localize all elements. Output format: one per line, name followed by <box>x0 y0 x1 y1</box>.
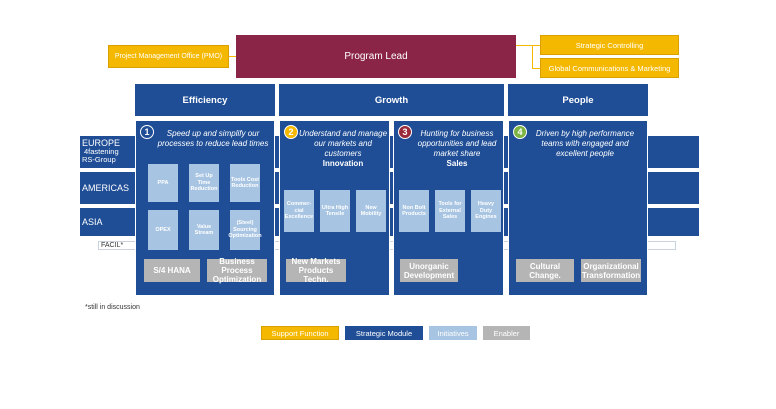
connector-right-3 <box>532 68 540 69</box>
growth-innovation-desc-text: Understand and manage our markets and cu… <box>298 129 388 158</box>
initiative-ultra-high-tensile-label: Ultra High Tensile <box>321 204 349 218</box>
efficiency-module: 1 Speed up and simplify our processes to… <box>135 120 275 296</box>
strategic-controlling-box: Strategic Controlling <box>540 35 679 55</box>
program-lead-label: Program Lead <box>344 51 408 62</box>
initiative-non-bolt: Non Bolt Products <box>399 190 429 232</box>
initiative-new-mobility: New Mobility <box>356 190 386 232</box>
connector-left <box>229 56 236 57</box>
legend-strategic-label: Strategic Module <box>355 328 413 338</box>
badge-2-num: 2 <box>288 127 294 137</box>
initiative-commercial-excellence: Commer-cial Excellence <box>284 190 314 232</box>
growth-header: Growth <box>279 84 504 116</box>
region-europe-sub1: 4fastening <box>84 147 119 156</box>
initiative-commercial-excellence-label: Commer-cial Excellence <box>284 201 314 221</box>
growth-innovation-module: 2 Understand and manage our markets and … <box>279 120 390 296</box>
initiative-tools-external-label: Tools for External Sales <box>438 201 462 221</box>
people-header: People <box>508 84 648 116</box>
legend-support-label: Support Function <box>271 328 329 338</box>
region-europe-sub2: RS-Group <box>82 155 116 164</box>
legend-initiatives: Initiatives <box>429 326 477 340</box>
growth-sales-desc: Hunting for business opportunities and l… <box>412 129 502 169</box>
initiative-tools-cost: Tools Cost Reduction <box>230 164 260 202</box>
growth-title: Growth <box>374 94 409 106</box>
pmo-box: Project Management Office (PMO) <box>108 45 229 68</box>
legend-strategic: Strategic Module <box>345 326 423 340</box>
efficiency-title: Efficiency <box>182 94 228 106</box>
initiative-opex-label: OPEX <box>155 226 171 233</box>
enabler-new-markets: New Markets Products Techn. <box>286 257 346 284</box>
badge-4: 4 <box>513 125 527 139</box>
initiative-non-bolt-label: Non Bolt Products <box>402 204 426 218</box>
growth-sales-desc-bold: Sales <box>446 159 468 168</box>
initiative-ppa-label: PPA <box>157 179 169 186</box>
footnote: *still in discussion <box>85 304 140 311</box>
initiative-steel-sourcing-label: (Steel) Sourcing Optimization <box>228 220 262 240</box>
initiative-tools-cost-label: Tools Cost Reduction <box>231 176 260 190</box>
footnote-text: *still in discussion <box>85 304 140 311</box>
enabler-unorganic: Unorganic Development <box>400 259 458 282</box>
growth-innovation-desc: Understand and manage our markets and cu… <box>298 129 388 169</box>
global-comms-label: Global Communications & Marketing <box>548 63 671 73</box>
efficiency-desc-text: Speed up and simplify our processes to r… <box>157 129 269 148</box>
growth-sales-module: 3 Hunting for business opportunities and… <box>393 120 504 296</box>
legend-enabler-label: Enabler <box>493 328 520 338</box>
enabler-bpo: Business Process Optimization <box>207 257 267 284</box>
connector-right-2 <box>532 45 533 68</box>
program-lead-box: Program Lead <box>236 35 516 78</box>
initiative-ppa: PPA <box>148 164 178 202</box>
badge-1-num: 1 <box>144 127 150 137</box>
initiative-heavy-duty: Heavy Duty Engines <box>471 190 501 232</box>
initiative-heavy-duty-label: Heavy Duty Engines <box>475 201 497 221</box>
growth-sales-desc-text: Hunting for business opportunities and l… <box>417 129 497 158</box>
badge-4-num: 4 <box>517 127 523 137</box>
people-desc-text: Driven by high performance teams with en… <box>535 129 635 158</box>
region-asia-label: ASIA <box>82 216 103 227</box>
enabler-unorganic-label: Unorganic Development <box>403 261 455 280</box>
growth-innovation-desc-bold: Innovation <box>322 159 364 168</box>
enabler-org-transformation: Organizational Transformation <box>581 259 641 282</box>
initiative-tools-external: Tools for External Sales <box>435 190 465 232</box>
connector-right <box>516 45 540 46</box>
initiative-opex: OPEX <box>148 210 178 250</box>
initiative-new-mobility-label: New Mobility <box>360 204 382 218</box>
region-americas-label: AMERICAS <box>82 182 130 193</box>
initiative-setup-time-label: Set Up Time Reduction <box>190 173 218 193</box>
enabler-bpo-label: Business Process Optimization <box>212 257 262 284</box>
initiative-ultra-high-tensile: Ultra High Tensile <box>320 190 350 232</box>
initiative-setup-time: Set Up Time Reduction <box>189 164 219 202</box>
pmo-label: Project Management Office (PMO) <box>114 52 223 60</box>
enabler-new-markets-label: New Markets Products Techn. <box>291 257 341 284</box>
people-module: 4 Driven by high performance teams with … <box>508 120 648 296</box>
legend-support: Support Function <box>261 326 339 340</box>
enabler-s4hana: S/4 HANA <box>144 259 200 282</box>
region-europe-label: EUROPE <box>82 138 121 148</box>
people-desc: Driven by high performance teams with en… <box>529 129 641 159</box>
initiative-value-stream: Value Stream <box>189 210 219 250</box>
badge-3: 3 <box>398 125 412 139</box>
badge-2: 2 <box>284 125 298 139</box>
initiative-value-stream-label: Value Stream <box>194 223 214 237</box>
enabler-cultural-change-label: Cultural Change. <box>529 261 561 280</box>
people-title: People <box>562 94 594 106</box>
badge-3-num: 3 <box>402 127 408 137</box>
strategic-controlling-label: Strategic Controlling <box>575 40 644 50</box>
efficiency-header: Efficiency <box>135 84 275 116</box>
enabler-org-transformation-label: Organizational Transformation <box>581 261 641 280</box>
initiative-steel-sourcing: (Steel) Sourcing Optimization <box>228 210 262 250</box>
enabler-s4hana-label: S/4 HANA <box>153 266 191 275</box>
legend-enabler: Enabler <box>483 326 530 340</box>
legend-initiatives-label: Initiatives <box>437 328 469 338</box>
region-facil-label: FACIL* <box>101 242 124 249</box>
global-comms-box: Global Communications & Marketing <box>540 58 679 78</box>
badge-1: 1 <box>140 125 154 139</box>
enabler-cultural-change: Cultural Change. <box>516 259 574 282</box>
efficiency-desc: Speed up and simplify our processes to r… <box>154 129 272 149</box>
